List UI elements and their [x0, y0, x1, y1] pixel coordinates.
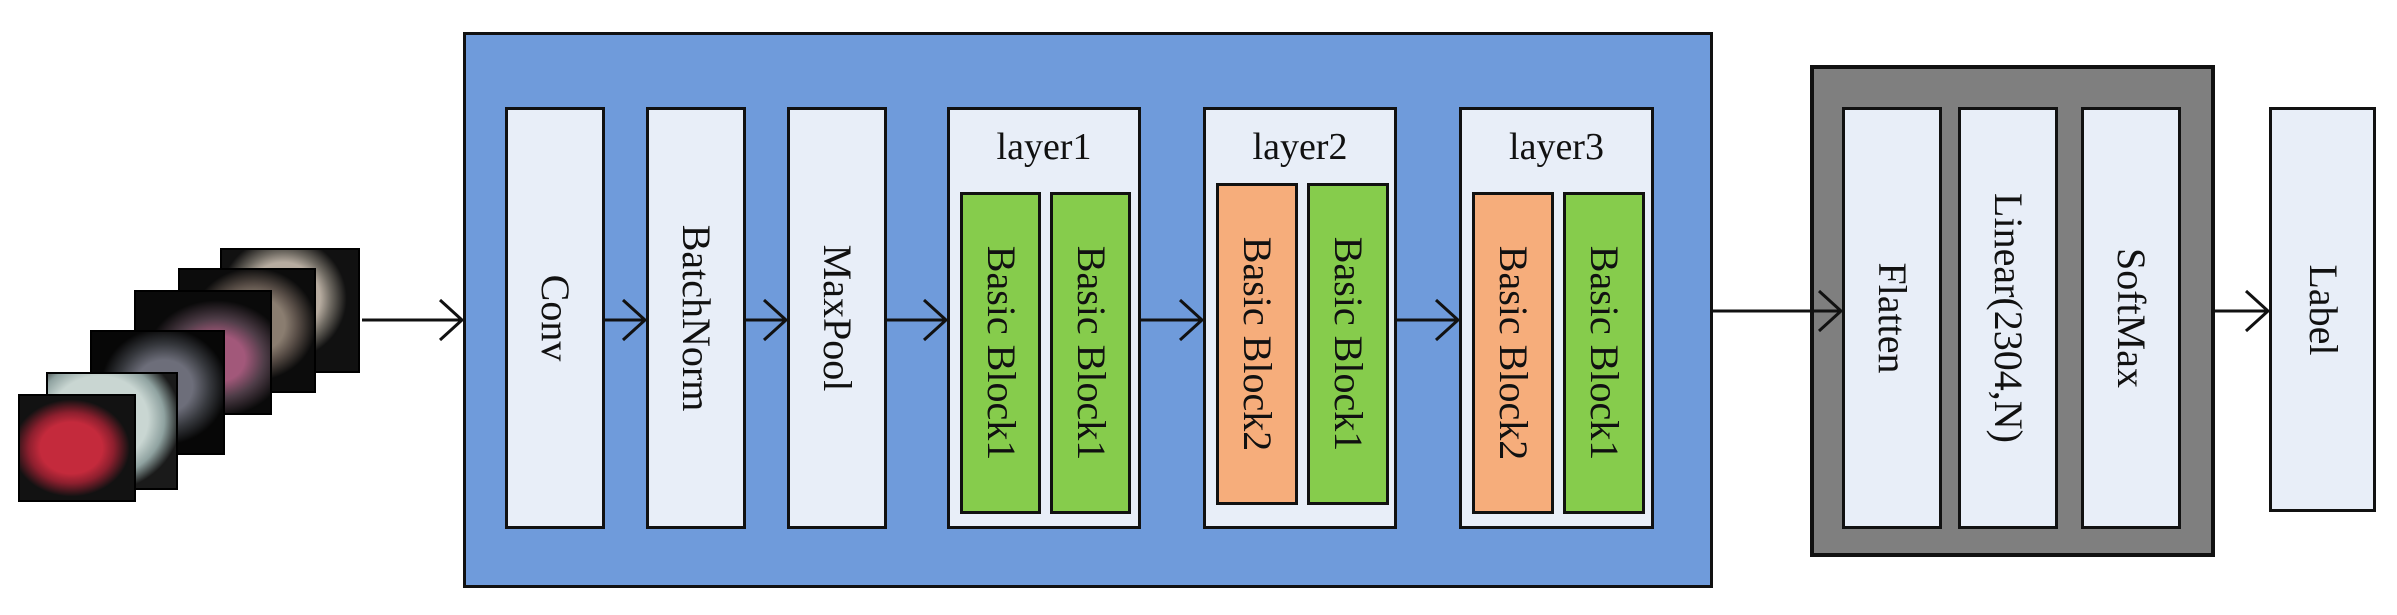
softmax-block: SoftMax	[2081, 107, 2181, 529]
maxpool-block: MaxPool	[787, 107, 887, 529]
satellite-image-icon	[18, 394, 136, 502]
arrow-batchnorm-to-maxpool	[746, 298, 789, 342]
layer2-basic-block-b: Basic Block1	[1307, 183, 1389, 505]
layer1-basic-block-a: Basic Block1	[960, 192, 1041, 514]
arrow-head-to-label	[2215, 289, 2271, 333]
layer3-basic-block-b: Basic Block1	[1563, 192, 1645, 514]
layer3-title: layer3	[1509, 126, 1604, 168]
conv-block: Conv	[505, 107, 605, 529]
arrow-conv-to-batchnorm	[605, 298, 648, 342]
layer2-title: layer2	[1252, 126, 1348, 168]
arrow-backbone-to-flatten	[1713, 289, 1844, 333]
batchnorm-block: BatchNorm	[646, 107, 746, 529]
layer1-title: layer1	[996, 126, 1092, 168]
label-block: Label	[2269, 107, 2376, 512]
arrow-input-to-conv	[362, 298, 465, 342]
layer3-basic-block-a: Basic Block2	[1472, 192, 1554, 514]
arrow-maxpool-to-layer1	[887, 298, 949, 342]
arrow-layer2-to-layer3	[1397, 298, 1461, 342]
layer2-basic-block-a: Basic Block2	[1216, 183, 1298, 505]
flatten-block: Flatten	[1842, 107, 1942, 529]
layer1-basic-block-b: Basic Block1	[1050, 192, 1131, 514]
arrow-layer1-to-layer2	[1141, 298, 1205, 342]
linear-block: Linear(2304,N)	[1958, 107, 2058, 529]
